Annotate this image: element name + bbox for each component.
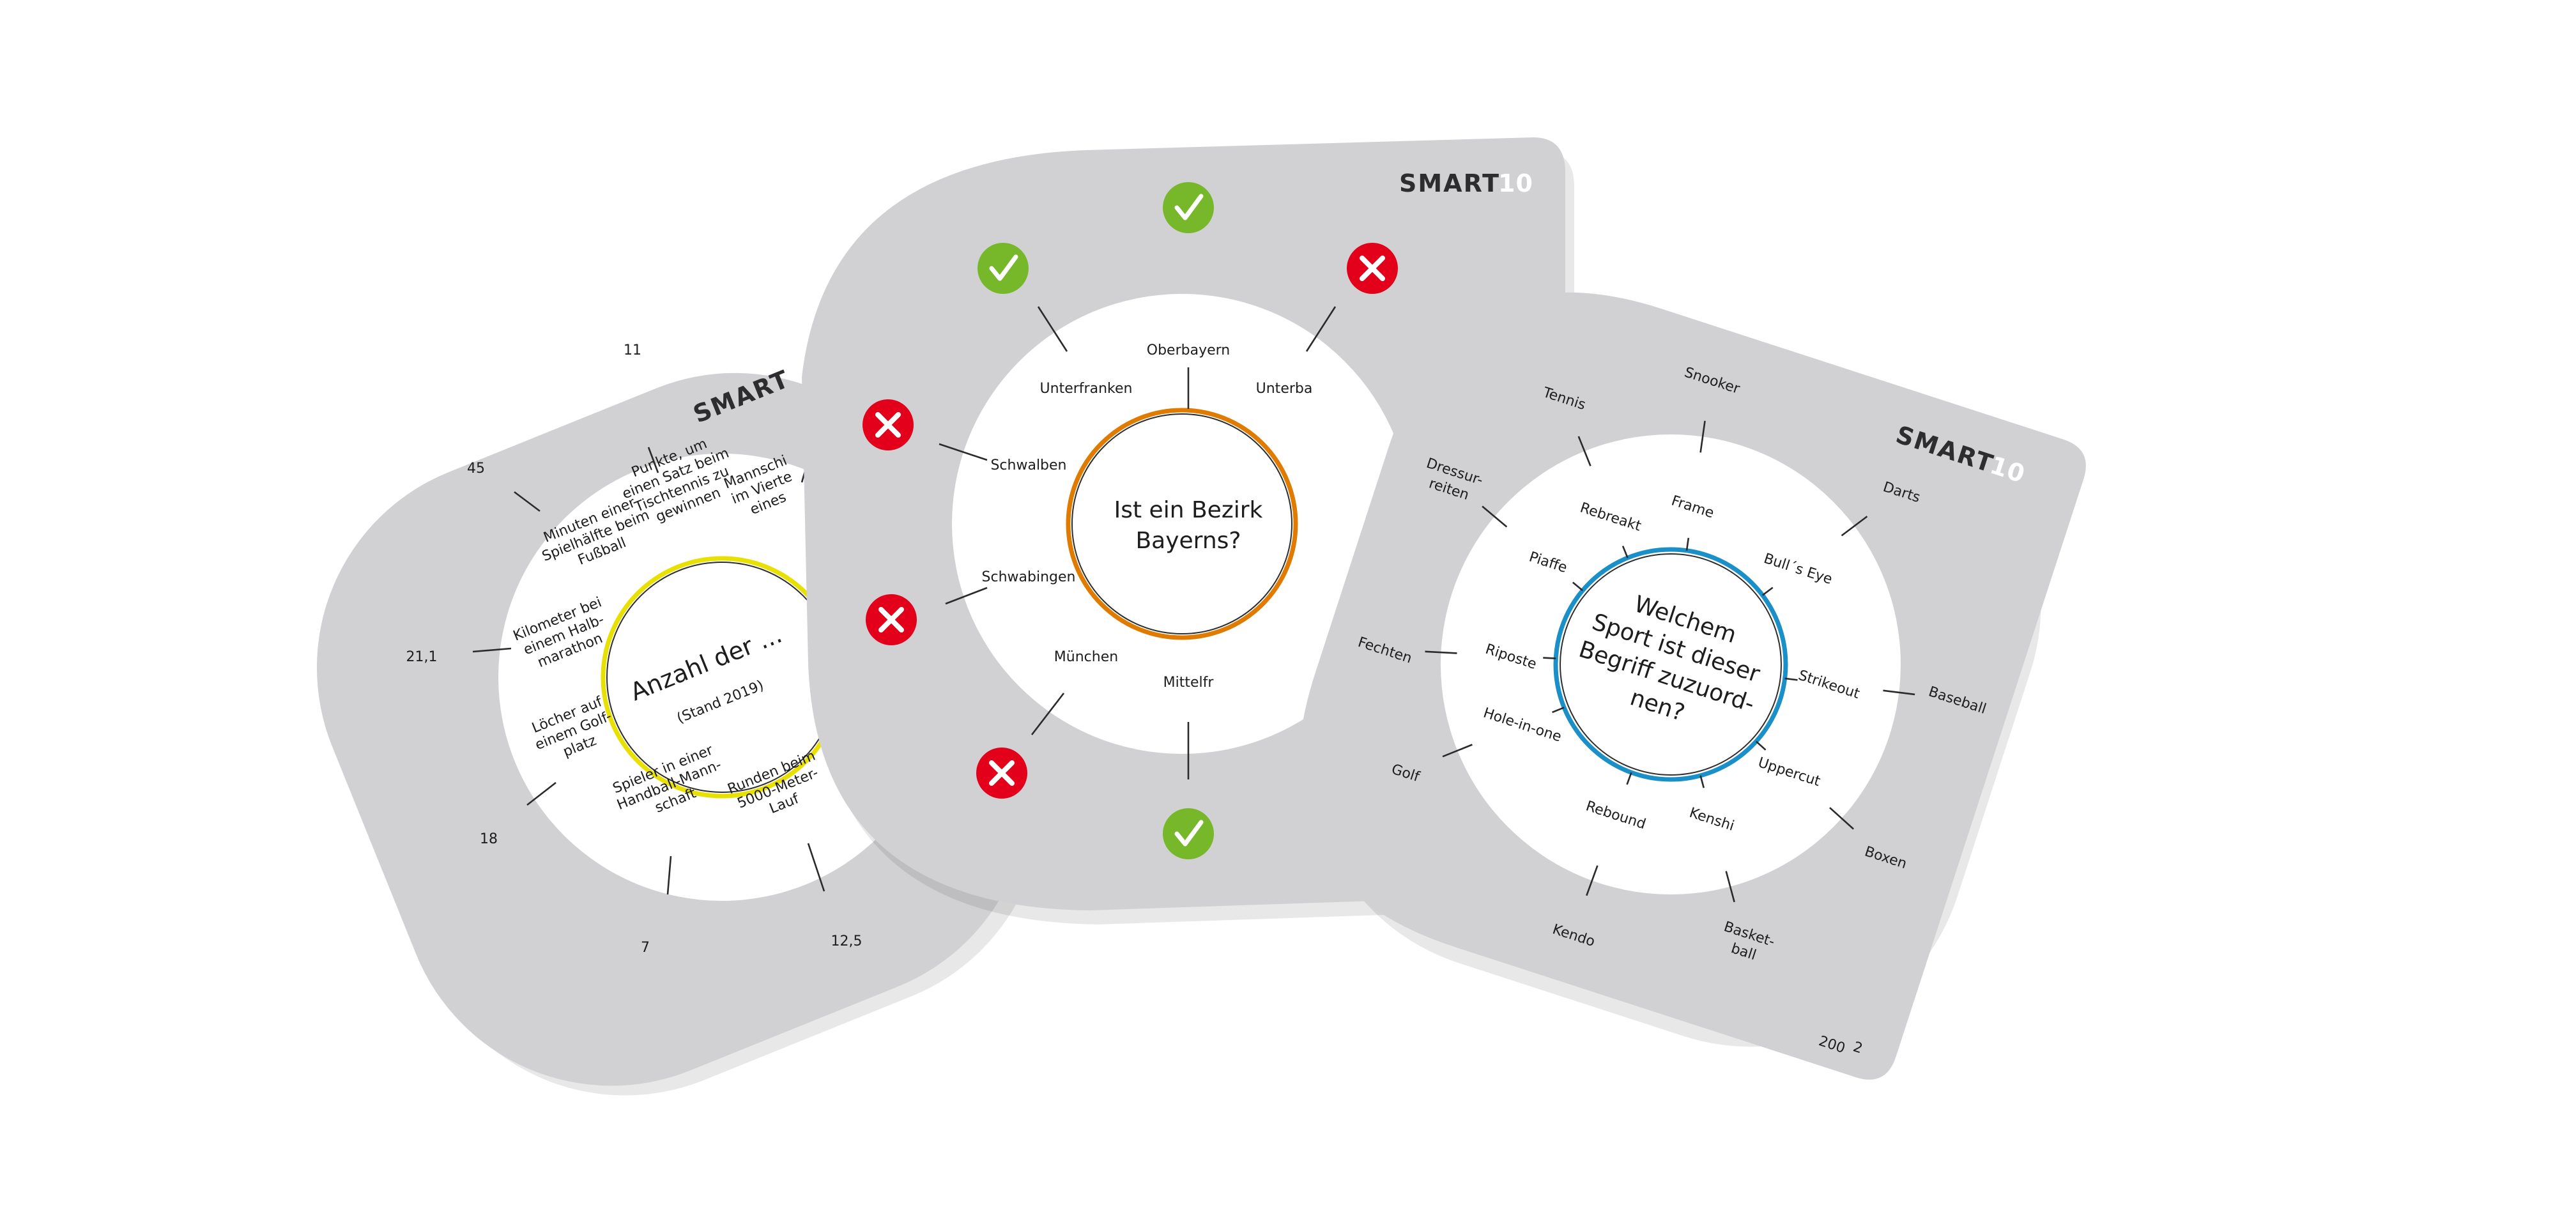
check-icon [977,243,1029,294]
right-outer-tick-5 [1425,650,1457,654]
left-card-face: Anzahl der ... (Stand 2019) Punkte, umei… [406,342,946,956]
middle-item-0: Oberbayern [1147,342,1230,358]
middle-card-question-line-1: Ist ein Bezirk [1114,497,1263,523]
left-card-answers: 11 45 21,1 18 7 12,5 [406,342,862,956]
right-card-face: Welchem Sport ist dieser Begriff zuzuord… [1356,365,1988,964]
right-inner-tick-5 [1543,657,1556,659]
right-inner-tick-7 [1552,707,1565,714]
left-answer-1: 45 [467,461,485,477]
middle-item-4: Schwabingen [982,569,1076,585]
right-inner-tick-1 [1685,537,1690,551]
middle-item-3: Schwalben [990,457,1066,473]
left-answer-5: 12,5 [831,933,862,949]
middle-tick-5 [1031,693,1065,735]
middle-card-question-circle [1066,408,1298,640]
right-inner-tick-0 [1621,546,1629,558]
right-inner-tick-3 [1572,581,1583,592]
right-inner-tick-4 [1784,677,1798,681]
right-outer-tick-0 [1577,436,1591,466]
right-inner-tick-8 [1626,772,1632,785]
right-inner-tick-6 [1755,740,1767,751]
left-answer-0: 11 [624,342,641,358]
right-outer-tick-3 [1482,505,1508,528]
cross-icon [1347,243,1398,294]
cross-icon [862,399,914,450]
middle-tick-2 [1305,306,1337,352]
left-answer-4: 7 [641,940,650,956]
right-inner-tick-9 [1699,775,1705,788]
middle-item-6: Mittelfr [1163,675,1215,691]
right-outer-tick-4 [1883,689,1915,696]
right-outer-tick-9 [1725,871,1735,903]
middle-item-5: München [1054,649,1118,665]
check-icon [1163,808,1214,859]
left-tick-0 [647,447,659,473]
middle-card-logo-number: 10 [1498,169,1533,197]
right-outer-tick-8 [1586,865,1598,896]
middle-tick-4 [945,586,988,605]
left-answer-3: 18 [480,831,498,847]
middle-item-1: Unterfranken [1040,381,1133,397]
middle-card-logo-word: SMART [1399,169,1500,197]
left-tick-5 [666,855,672,895]
right-outer-tick-2 [1841,516,1868,537]
cross-icon [866,594,917,645]
right-outer-tick-1 [1699,420,1706,453]
middle-tick-3 [939,443,988,461]
left-tick-3 [472,647,512,653]
left-answer-2: 21,1 [406,649,438,665]
left-tick-2 [514,491,540,512]
middle-item-2: Unterba [1256,381,1313,397]
right-card-question-circle [1553,547,1788,782]
check-icon [1163,182,1214,233]
middle-tick-1 [1037,306,1068,352]
right-outer-tick-6 [1829,807,1854,830]
right-inner-tick-2 [1761,586,1774,596]
cross-icon [976,747,1027,799]
middle-card-question-line-2: Bayerns? [1135,528,1241,554]
right-outer-tick-7 [1442,744,1473,758]
left-tick-4 [526,781,556,806]
left-tick-6 [807,843,825,892]
